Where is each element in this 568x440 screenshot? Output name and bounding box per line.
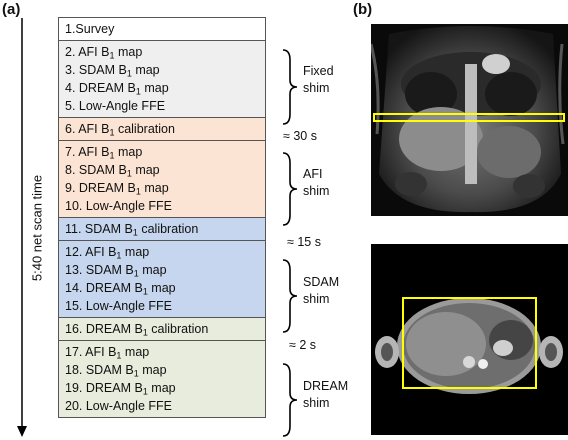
sequence-item: 6. AFI B1 calibration xyxy=(65,122,175,138)
sdam-shim-label: SDAM shim xyxy=(303,275,340,306)
sdam-shim-brace xyxy=(282,259,298,333)
sequence-item: 19. DREAM B1 map xyxy=(65,381,176,397)
sequence-item: 3. SDAM B1 map xyxy=(65,63,160,79)
sequence-item: 1.Survey xyxy=(65,22,115,36)
fixed-shim-brace xyxy=(282,49,298,125)
sequence-item: 17. AFI B1 map xyxy=(65,345,150,361)
sequence-item: 18. SDAM B1 map xyxy=(65,363,167,379)
sequence-item: 15. Low-Angle FFE xyxy=(65,299,172,313)
sequence-group: 17. AFI B1 map 18. SDAM B1 map 19. DREAM B… xyxy=(58,341,266,418)
coronal-mr-image xyxy=(371,24,568,216)
roi-highlight-box xyxy=(402,297,537,389)
time-axis-label: 5:40 net scan time xyxy=(29,174,45,282)
sequence-item: 20. Low-Angle FFE xyxy=(65,399,172,413)
afi-shim-brace xyxy=(282,152,298,226)
sequence-group: 6. AFI B1 calibration xyxy=(58,118,266,141)
sequence-item: 4. DREAM B1 map xyxy=(65,81,169,97)
sequence-group: 2. AFI B1 map 3. SDAM B1 map 4. DREAM B1 m… xyxy=(58,41,266,118)
axial-mr-image xyxy=(371,244,568,435)
afi-shim-label: AFI shim xyxy=(303,167,330,198)
panel-a-label: (a) xyxy=(2,1,21,18)
sequence-item: 5. Low-Angle FFE xyxy=(65,99,166,113)
sdam-calibration-time: ≈ 15 s xyxy=(287,235,321,249)
sequence-item: 16. DREAM B1 calibration xyxy=(65,322,209,338)
sequence-item: 12. AFI B1 map xyxy=(65,245,150,261)
sequence-item: 10. Low-Angle FFE xyxy=(65,199,172,213)
time-arrow xyxy=(17,18,27,437)
sequence-item: 11. SDAM B1 calibration xyxy=(65,222,199,238)
panel-b-label: (b) xyxy=(353,1,373,18)
sequence-item: 14. DREAM B1 map xyxy=(65,281,176,297)
dream-shim-brace xyxy=(282,363,298,437)
sequence-item: 7. AFI B1 map xyxy=(65,145,143,161)
sequence-group: 11. SDAM B1 calibration xyxy=(58,218,266,241)
slice-position-highlight xyxy=(373,113,565,122)
sequence-group: 12. AFI B1 map 13. SDAM B1 map 14. DREAM B… xyxy=(58,241,266,318)
sequence-item: 9. DREAM B1 map xyxy=(65,181,169,197)
sequence-group: 16. DREAM B1 calibration xyxy=(58,318,266,341)
fixed-shim-label: Fixed shim xyxy=(303,64,334,95)
scan-sequence-table: 1.Survey 2. AFI B1 map 3. SDAM B1 map 4. DR… xyxy=(58,17,266,418)
sequence-item: 2. AFI B1 map xyxy=(65,45,143,61)
sequence-item: 8. SDAM B1 map xyxy=(65,163,160,179)
afi-calibration-time: ≈ 30 s xyxy=(283,129,317,143)
dream-shim-label: DREAM shim xyxy=(303,379,349,410)
sequence-group: 7. AFI B1 map 8. SDAM B1 map 9. DREAM B1 m… xyxy=(58,141,266,218)
sequence-item: 13. SDAM B1 map xyxy=(65,263,167,279)
sequence-group: 1.Survey xyxy=(58,17,266,41)
dream-calibration-time: ≈ 2 s xyxy=(289,338,317,352)
